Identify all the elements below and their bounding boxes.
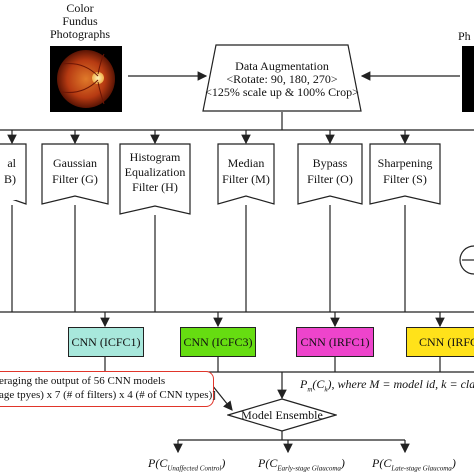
filter-shape-2 xyxy=(119,143,191,215)
cnn-irfc-partial: CNN (IRFC xyxy=(406,327,474,357)
filter-gaussian-line1: Gaussian xyxy=(53,156,97,170)
output-early-p: P(C xyxy=(258,456,278,470)
filter-shapes xyxy=(0,143,441,215)
fundus-photograph xyxy=(50,46,122,112)
cnn-output-sub-m: m xyxy=(307,385,313,394)
filter-histogram-line3: Filter (H) xyxy=(132,180,178,194)
filter-histogram: Histogram Equalization Filter (H) xyxy=(120,148,190,208)
filter-shape-3 xyxy=(217,143,275,205)
filter-shape-1 xyxy=(41,143,109,205)
filter-bypass-line2: Filter (O) xyxy=(307,172,353,186)
right-input-label: Ph xyxy=(458,29,471,43)
filter-median: Median Filter (M) xyxy=(218,150,274,200)
output-late-p: P(C xyxy=(372,456,392,470)
filter-shape-4 xyxy=(297,143,363,205)
filter-histogram-line1: Histogram xyxy=(129,150,181,164)
augmentation-rotate: <Rotate: 90, 180, 270> xyxy=(226,72,338,86)
input-label-line3: Photographs xyxy=(50,27,110,41)
input-label-line2: Fundus xyxy=(62,14,98,28)
output-early-close: ) xyxy=(340,456,345,470)
output-unaffected-sub: Unaffected Control xyxy=(167,464,222,473)
cnn-output-rest: , where M = model id, k = clas xyxy=(331,377,474,391)
cnn-output-c: C xyxy=(316,377,325,391)
filter-histogram-line2: Equalization xyxy=(124,165,186,179)
augmentation-scale: <125% scale up & 100% Crop> xyxy=(205,85,359,99)
filter-gaussian: Gaussian Filter (G) xyxy=(42,150,108,200)
augmentation-shape xyxy=(202,44,362,112)
filter-gaussian-line2: Filter (G) xyxy=(52,172,98,186)
cnn-output-p: P xyxy=(300,377,308,391)
output-early: P(CEarly-stage Glaucoma) xyxy=(258,456,345,472)
cnn-output-sub-k: k xyxy=(324,385,328,394)
filter-sharpening: Sharpening Filter (S) xyxy=(370,150,440,200)
filter-median-line2: Filter (M) xyxy=(222,172,270,186)
cnn-output-formula: Pm(Ck), where M = model id, k = clas xyxy=(300,377,474,393)
ensemble-note-line1: eraging the output of 56 CNN models xyxy=(0,375,166,387)
filter-shape-5 xyxy=(369,143,441,205)
cnn-irfc1: CNN (IRFC1) xyxy=(296,327,374,357)
output-early-sub: Early-stage Glaucoma xyxy=(277,464,341,473)
cnn-icfc1-label: CNN (ICFC1) xyxy=(71,334,141,349)
filter-bypass-line1: Bypass xyxy=(312,156,348,170)
cnn-icfc3: CNN (ICFC3) xyxy=(180,327,256,357)
filter-mean-line1: al xyxy=(7,156,16,170)
output-unaffected-p: P(C xyxy=(148,456,168,470)
cnn-icfc3-label: CNN (ICFC3) xyxy=(183,334,253,349)
filter-mean: al B) xyxy=(0,150,16,200)
right-photograph xyxy=(462,46,474,112)
output-late-close: ) xyxy=(451,456,456,470)
output-late-sub: Late-stage Glaucoma xyxy=(391,464,452,473)
cnn-irfc1-label: CNN (IRFC1) xyxy=(300,334,370,349)
ensemble-diamond xyxy=(227,398,337,432)
filter-sharpening-line1: Sharpening xyxy=(377,156,433,170)
augmentation-title: Data Augmentation xyxy=(235,59,329,73)
input-label: Color Fundus Photographs xyxy=(30,2,130,41)
output-unaffected: P(CUnaffected Control) xyxy=(148,456,225,472)
filter-mean-line2: B) xyxy=(4,172,16,186)
filter-median-line1: Median xyxy=(227,156,265,170)
cnn-icfc1: CNN (ICFC1) xyxy=(68,327,144,357)
ensemble-note-line2: age tpyes) x 7 (# of filters) x 4 (# of … xyxy=(0,389,216,401)
ensemble-label: Model Ensemble xyxy=(241,408,323,422)
output-unaffected-close: ) xyxy=(221,456,226,470)
ensemble-note: eraging the output of 56 CNN models age … xyxy=(0,371,216,407)
fundus-image xyxy=(57,50,115,108)
filter-bypass: Bypass Filter (O) xyxy=(298,150,362,200)
filter-sharpening-line2: Filter (S) xyxy=(383,172,427,186)
cnn-irfc-partial-label: CNN (IRFC xyxy=(419,334,474,349)
input-label-line1: Color xyxy=(66,1,94,15)
augmentation-block: Data Augmentation <Rotate: 90, 180, 270>… xyxy=(202,60,362,99)
output-late: P(CLate-stage Glaucoma) xyxy=(372,456,456,472)
